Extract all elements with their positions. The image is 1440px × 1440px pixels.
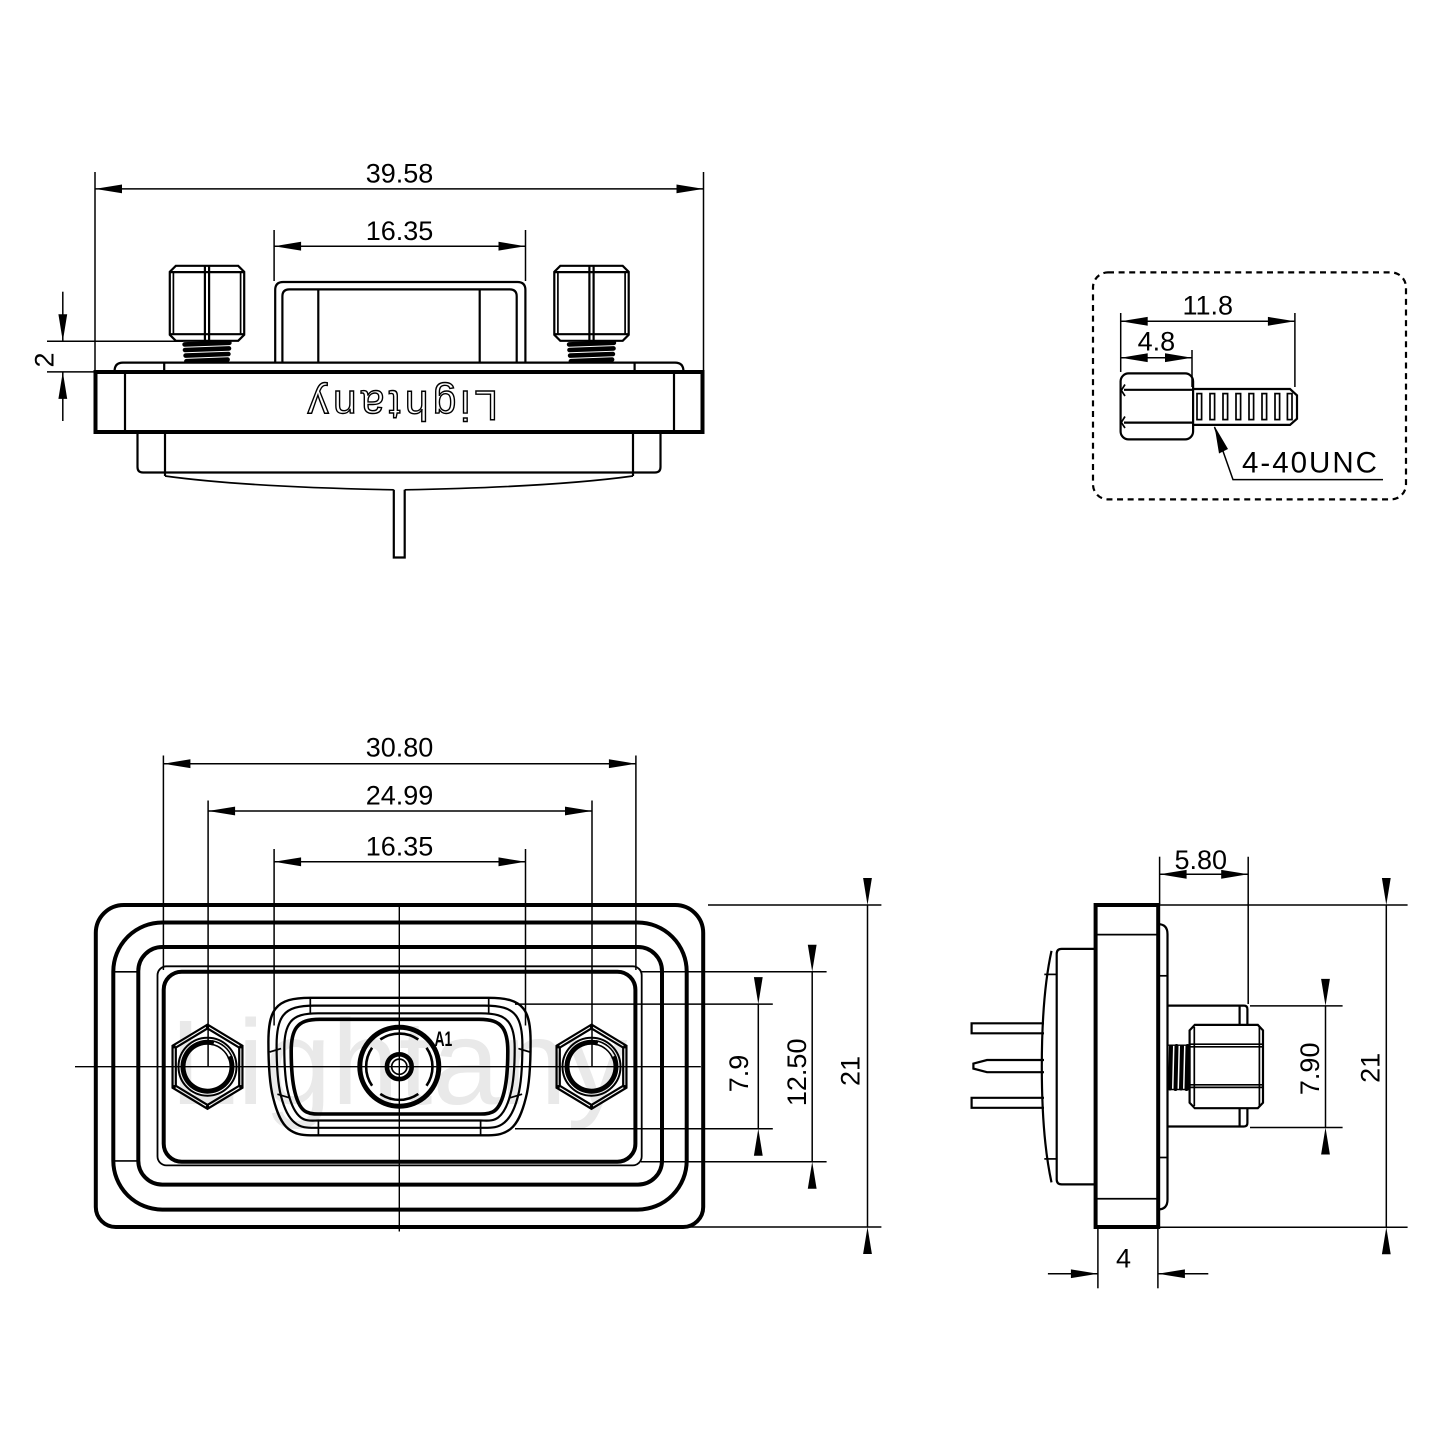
- svg-text:Lightany: Lightany: [303, 382, 498, 429]
- svg-text:4-40UNC: 4-40UNC: [1242, 447, 1379, 480]
- svg-text:4.8: 4.8: [1138, 327, 1176, 357]
- svg-text:7.90: 7.90: [1295, 1043, 1325, 1096]
- svg-text:21: 21: [836, 1056, 866, 1086]
- svg-text:11.8: 11.8: [1183, 290, 1234, 320]
- svg-text:16.35: 16.35: [366, 831, 434, 861]
- svg-text:24.99: 24.99: [366, 781, 434, 811]
- svg-text:2: 2: [30, 352, 60, 367]
- svg-text:A1: A1: [435, 1028, 453, 1051]
- svg-text:4: 4: [1116, 1244, 1131, 1274]
- svg-text:12.50: 12.50: [782, 1039, 812, 1107]
- svg-text:7.9: 7.9: [724, 1055, 754, 1093]
- svg-text:30.80: 30.80: [366, 733, 434, 763]
- svg-text:39.58: 39.58: [366, 159, 434, 189]
- svg-text:21: 21: [1356, 1053, 1386, 1083]
- svg-text:16.35: 16.35: [366, 216, 434, 246]
- svg-text:5.80: 5.80: [1175, 845, 1228, 875]
